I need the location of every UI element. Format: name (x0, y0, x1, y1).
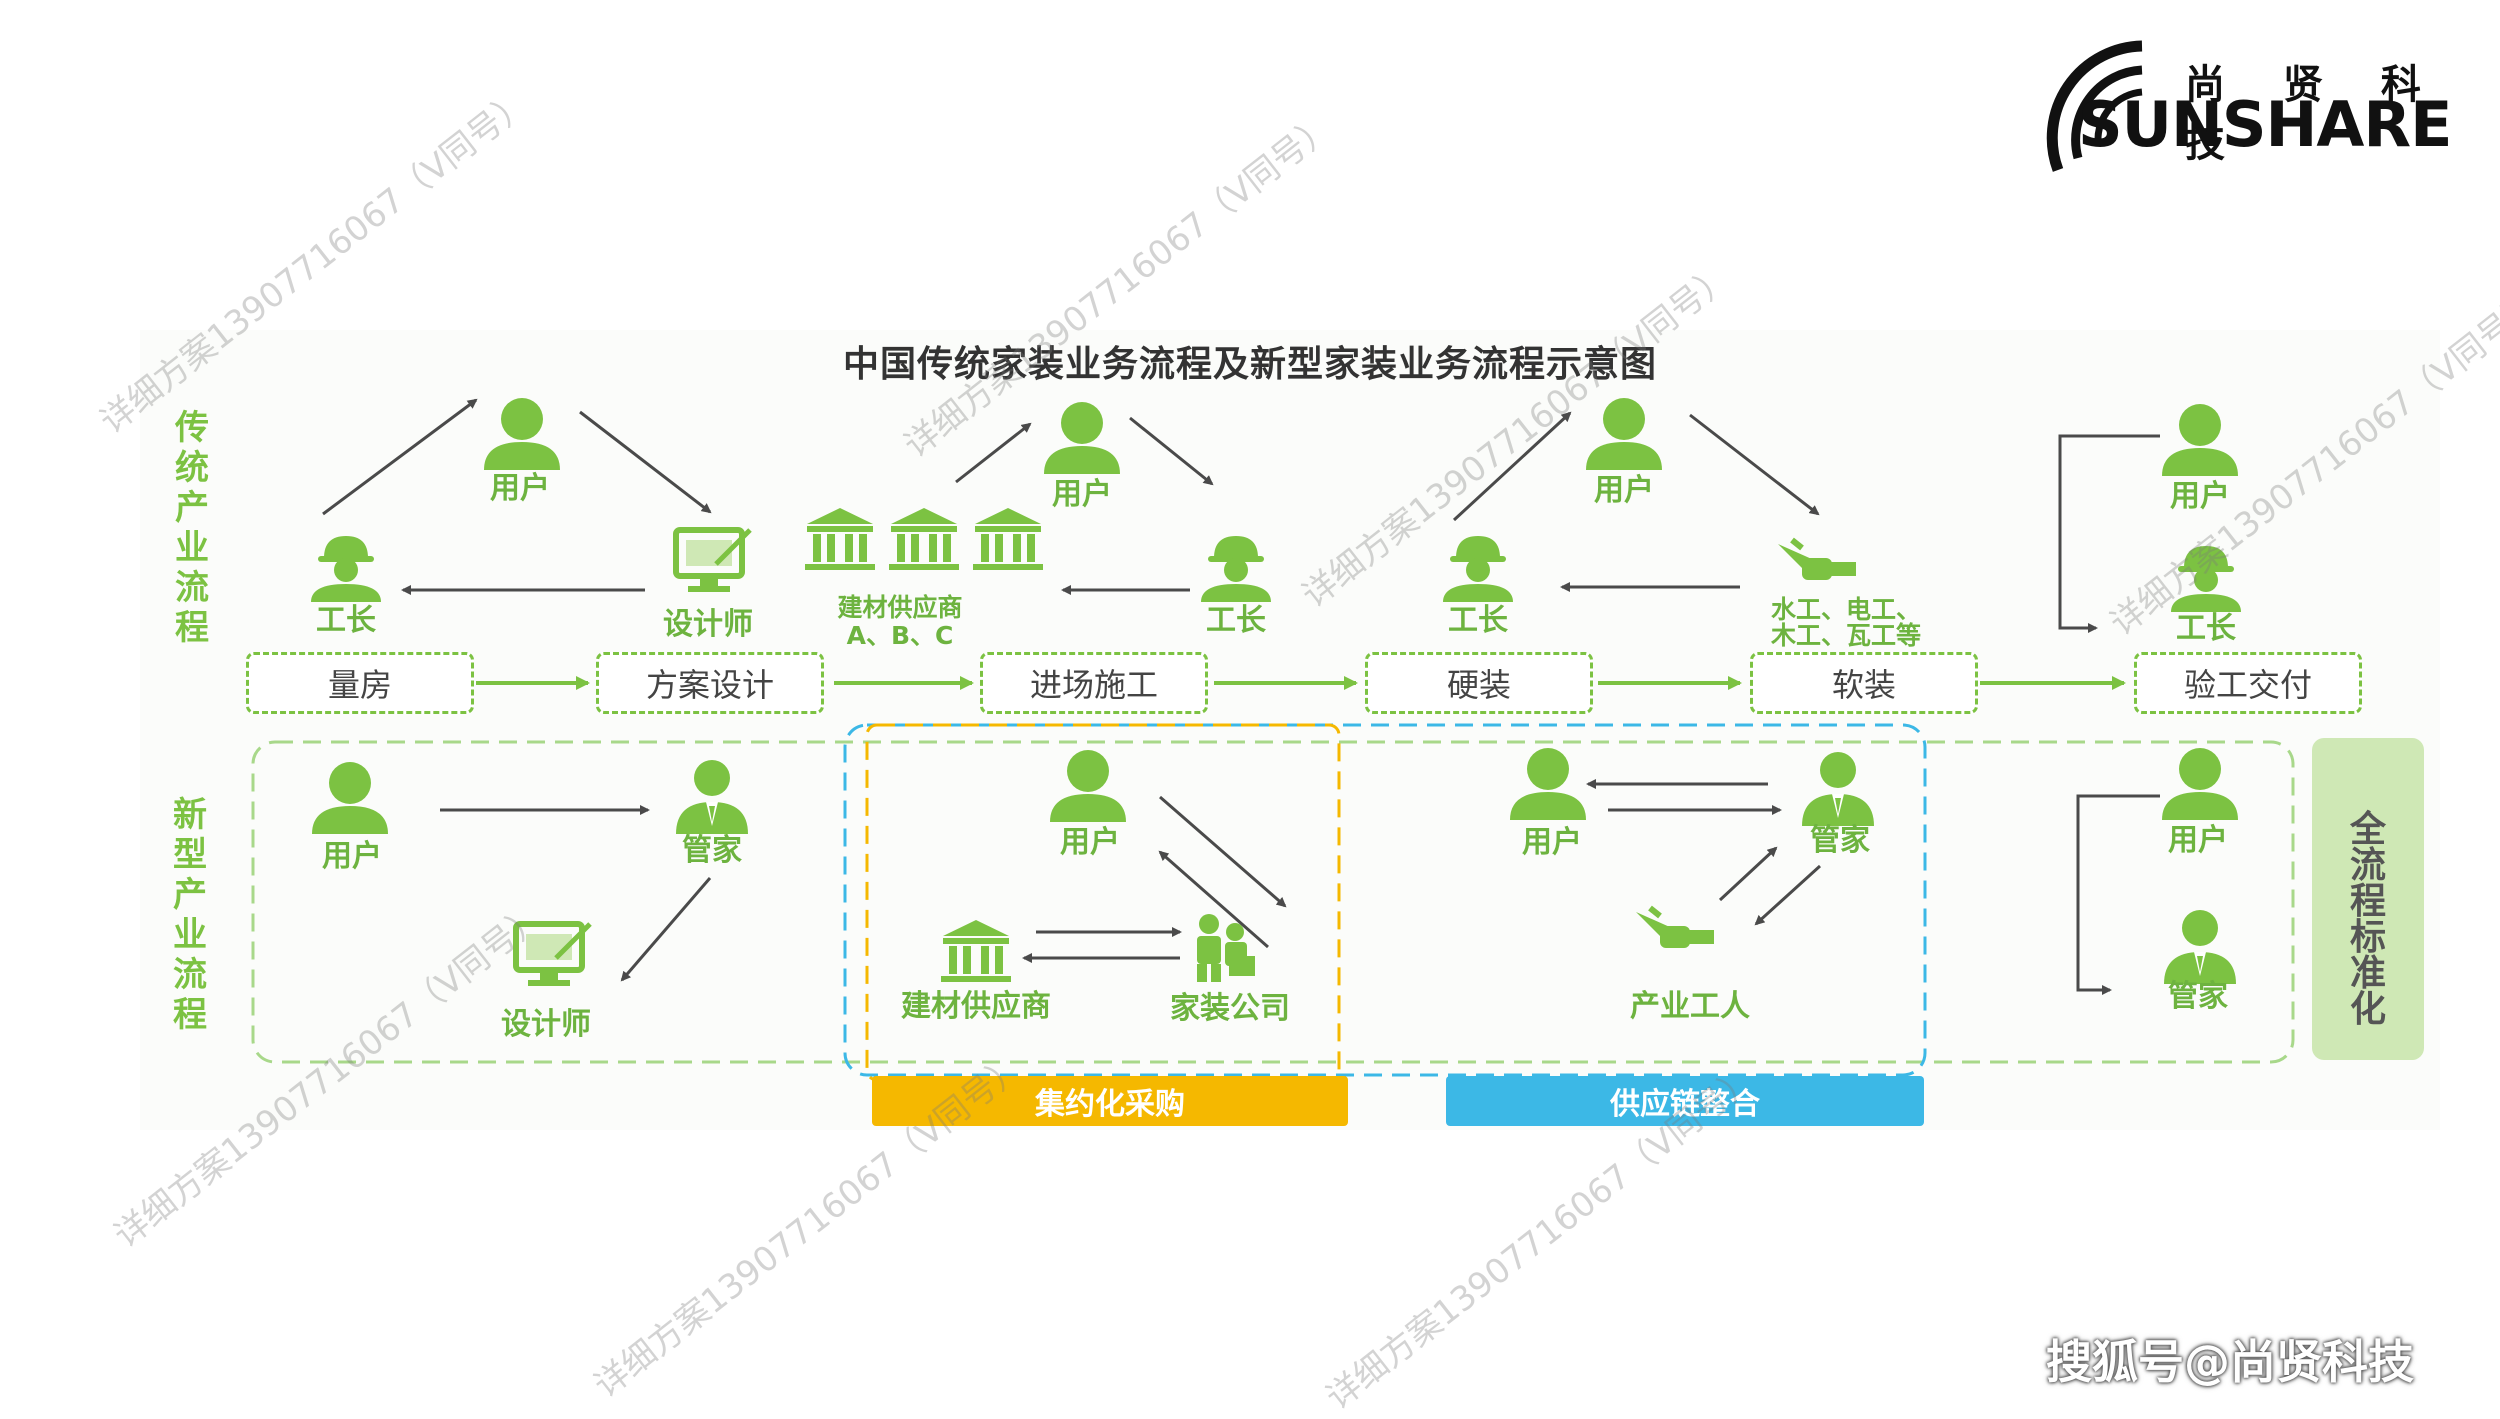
stage-box-design: 方案设计 (596, 652, 824, 714)
new-company-label: 家装公司 (1170, 991, 1290, 1026)
worker-icon (1778, 537, 1856, 580)
trad-supplier-label: 建材供应商 (837, 593, 963, 622)
new-user-label-3: 用户 (1522, 825, 1582, 860)
worker-icon (1636, 905, 1714, 948)
new-designer-label: 设计师 (501, 1007, 591, 1042)
foreman-icon (1201, 536, 1271, 602)
butler-icon (2164, 910, 2236, 984)
user-icon (1044, 402, 1120, 474)
credit-text: 搜狐号@尚贤科技 (2046, 1335, 2414, 1389)
supply-frame (843, 723, 1927, 1077)
trad-user-label-2: 用户 (1052, 477, 1112, 512)
new-butler-label-3: 管家 (2168, 979, 2228, 1014)
trad-foreman-label-2: 工长 (1206, 603, 1266, 638)
diagram-title: 中国传统家装业务流程及新型家装业务流程示意图 (842, 344, 1657, 385)
logo-arc-icon (2046, 40, 2143, 172)
designer-icon (513, 921, 592, 986)
supplier-icon (973, 508, 1043, 570)
foreman-icon (311, 536, 381, 602)
new-user-label-2: 用户 (1060, 825, 1120, 860)
row-label-traditional: 传统产业流程 (175, 408, 209, 648)
new-row-frame (251, 740, 2295, 1064)
trad-foreman-label-3: 工长 (1448, 603, 1508, 638)
trad-user-label-4: 用户 (2170, 479, 2230, 514)
new-supplier-label: 建材供应商 (901, 989, 1051, 1024)
stage-box-soft-decoration: 软装 (1750, 652, 1978, 714)
trad-designer-label: 设计师 (663, 607, 753, 642)
trad-supplier-sub-label: A、B、C (846, 621, 954, 650)
foreman-icon (1443, 536, 1513, 602)
new-butler-label-1: 管家 (682, 833, 742, 868)
stage-box-hard-decoration: 硬装 (1365, 652, 1593, 714)
foreman-icon (2171, 546, 2241, 612)
new-user-label-4: 用户 (2168, 823, 2228, 858)
user-icon (1586, 398, 1662, 470)
side-label-text: 全流程标准化 (2349, 809, 2386, 1030)
trad-foreman-label-4: 工长 (2176, 611, 2236, 646)
designer-icon (673, 527, 752, 592)
flow-arrows (322, 398, 2160, 995)
new-worker-label: 产业工人 (1630, 989, 1750, 1024)
user-icon (1510, 748, 1586, 820)
supplier-icon (941, 920, 1011, 982)
brand-en: SUNSHARE (2078, 88, 2453, 161)
stage-box-delivery: 验工交付 (2134, 652, 2362, 714)
user-icon (312, 762, 388, 834)
trad-foreman-label-1: 工长 (316, 603, 376, 638)
butler-icon (676, 760, 748, 834)
supplier-icon (805, 508, 875, 570)
butler-icon (1802, 752, 1874, 826)
trad-user-label-1: 用户 (490, 471, 550, 506)
stage-box-measure: 量房 (246, 652, 474, 714)
user-icon (1050, 750, 1126, 822)
new-butler-label-2: 管家 (1810, 823, 1870, 858)
new-user-label-1: 用户 (322, 839, 382, 874)
tag-supply-chain: 供应链整合 (1446, 1076, 1924, 1126)
user-icon (484, 398, 560, 470)
brand-cn: 尚 贤 科 技 (2185, 62, 2443, 166)
stage-box-construction: 进场施工 (980, 652, 1208, 714)
user-icon (2162, 748, 2238, 820)
company-icon (1197, 914, 1255, 982)
row-label-new: 新型产业流程 (173, 795, 207, 1035)
user-icon (2162, 404, 2238, 476)
supplier-icon (889, 508, 959, 570)
tag-intensive-purchase: 集约化采购 (872, 1076, 1348, 1126)
trad-workers-sub-label: 木工、瓦工等 (1770, 621, 1922, 650)
trad-user-label-3: 用户 (1594, 473, 1654, 508)
trad-workers-label: 水工、电工、 (1770, 595, 1922, 624)
side-label-box (2312, 738, 2424, 1060)
